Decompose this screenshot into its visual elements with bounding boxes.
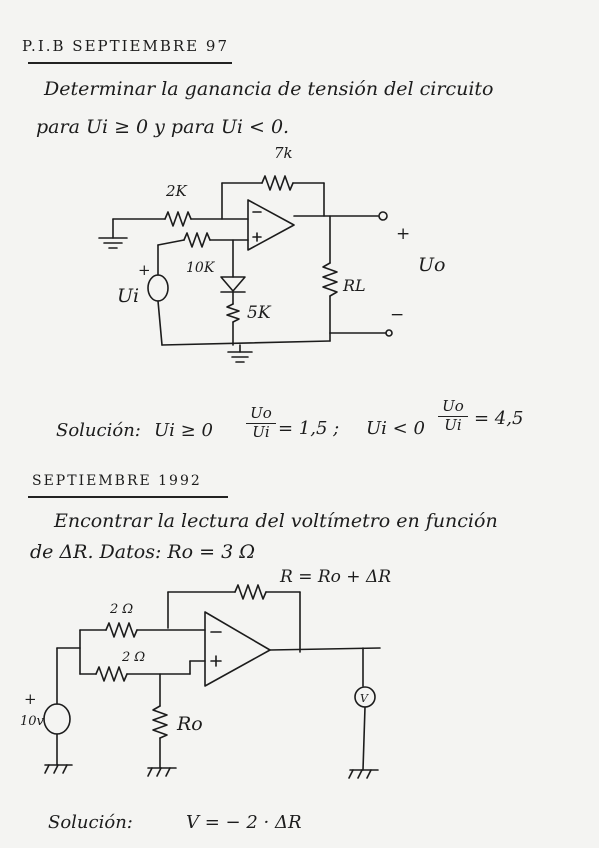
p1-label-2k: 2K [165,182,188,200]
p2-label-feedback: R = Ro + ΔR [279,567,391,587]
p2-label-source-plus: + [24,690,37,708]
p2-label-r-top: 2 Ω [109,602,133,617]
p1-resistor-rl [322,262,338,297]
p1-solution-frac1: Uo Ui [246,404,276,442]
p1-opamp [247,199,295,251]
p1-solution-cond2: Ui < 0 [366,418,425,439]
p2-label-r-bottom: 2 Ω [121,650,145,665]
p1-frac1-den: Ui [252,423,270,442]
problem1-statement-line1: Determinar la ganancia de tensión del ci… [44,78,494,100]
p2-label-source: 10v [20,714,45,729]
p1-solution-value2: = 4,5 [474,408,524,429]
problem2-statement-line1: Encontrar la lectura del voltímetro en f… [54,510,498,532]
p1-solution-frac2: Uo Ui [438,397,468,435]
p1-frac1-num: Uo [246,404,276,425]
p1-label-5k: 5K [247,303,272,323]
p1-label-uo: Uo [418,254,445,276]
problem1-statement-line2: para Ui ≥ 0 y para Ui < 0. [36,116,290,138]
p1-output-terminal [378,211,388,221]
p2-label-ro: Ro [176,713,203,735]
p2-opamp [204,611,271,687]
p2-resistor-feedback [234,584,267,600]
p2-resistor-ro [152,705,168,739]
p1-resistor-5k [226,303,240,323]
p1-label-source-plus: + [138,261,151,279]
p1-label-out-minus: − [390,305,404,325]
problem2-header-underline [28,496,228,498]
p1-resistor-10k [183,232,211,248]
p1-solution-label: Solución: [56,420,141,441]
p1-label-7k: 7k [274,144,293,162]
p2-source-icon [43,703,71,735]
p1-label-10k: 10K [186,260,216,276]
p1-label-rl: RL [342,276,366,295]
problem1-header: P.I.B SEPTIEMBRE 97 [22,37,229,55]
p1-solution-cond1: Ui ≥ 0 [154,420,213,441]
p2-label-voltmeter: V [360,692,369,705]
p1-diode-icon [220,276,246,292]
p2-solution: V = − 2 · ΔR [186,812,302,833]
p1-resistor-2k [164,211,192,227]
p1-solution-value1: = 1,5 ; [278,418,340,439]
p1-label-out-plus: + [396,224,410,244]
p1-resistor-7k [261,175,294,191]
problem2-statement-line2: de ΔR. Datos: Ro = 3 Ω [30,541,256,563]
problem1-header-underline [28,62,232,64]
p2-resistor-top [105,622,138,638]
p2-resistor-bottom [95,666,128,682]
p1-frac2-den: Ui [444,416,462,435]
p1-frac2-num: Uo [438,397,468,418]
p2-solution-label: Solución: [48,812,133,833]
problem2-header: SEPTIEMBRE 1992 [32,473,202,489]
p1-label-ui: Ui [117,285,139,307]
